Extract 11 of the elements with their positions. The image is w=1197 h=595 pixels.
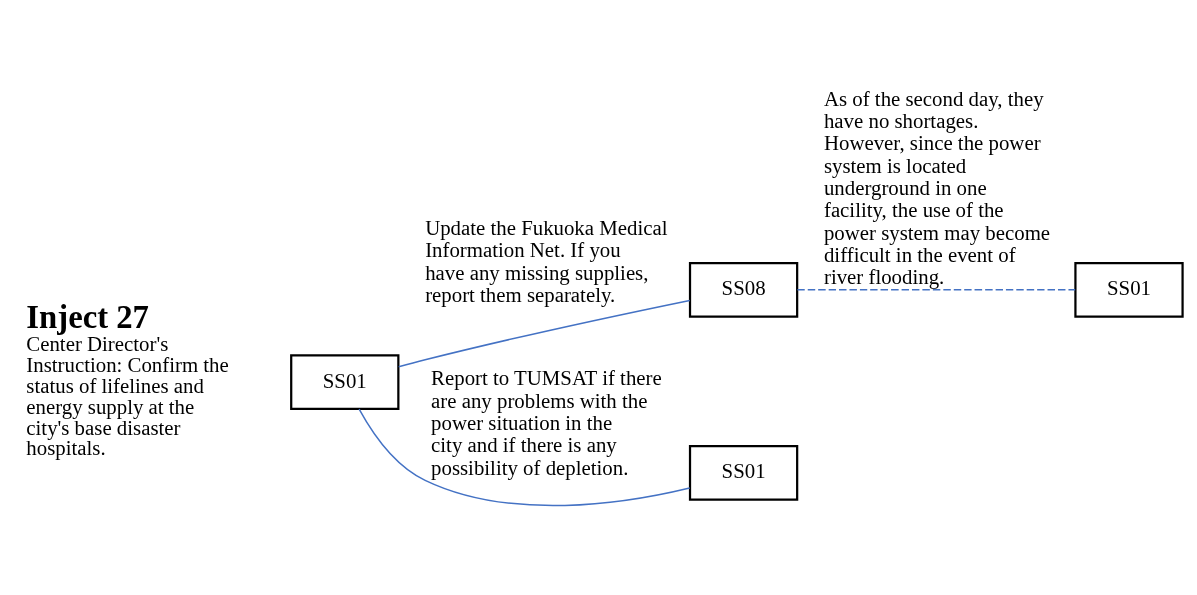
node-box: SS01 [1074, 261, 1184, 318]
edge-label: Update the Fukuoka Medical Information Net. If you have any missing supplies, report them separately. [425, 216, 668, 308]
edge-label: As of the second day, they have no shortages. However, since the power system is located underground in one facility, the use of the power system may become difficult in the event of river flooding. [823, 86, 1051, 290]
label: Inject 27 [26, 298, 149, 335]
connector [358, 408, 691, 507]
node-box: SS08 [688, 261, 799, 318]
edge-label: Report to TUMSAT if there are any problems with the power situation in the city and if there is any possibility of depletion. [431, 366, 662, 480]
node-box: SS01 [688, 444, 799, 501]
connector [398, 299, 691, 368]
node-box: SS01 [290, 354, 400, 410]
connector [796, 289, 1076, 291]
